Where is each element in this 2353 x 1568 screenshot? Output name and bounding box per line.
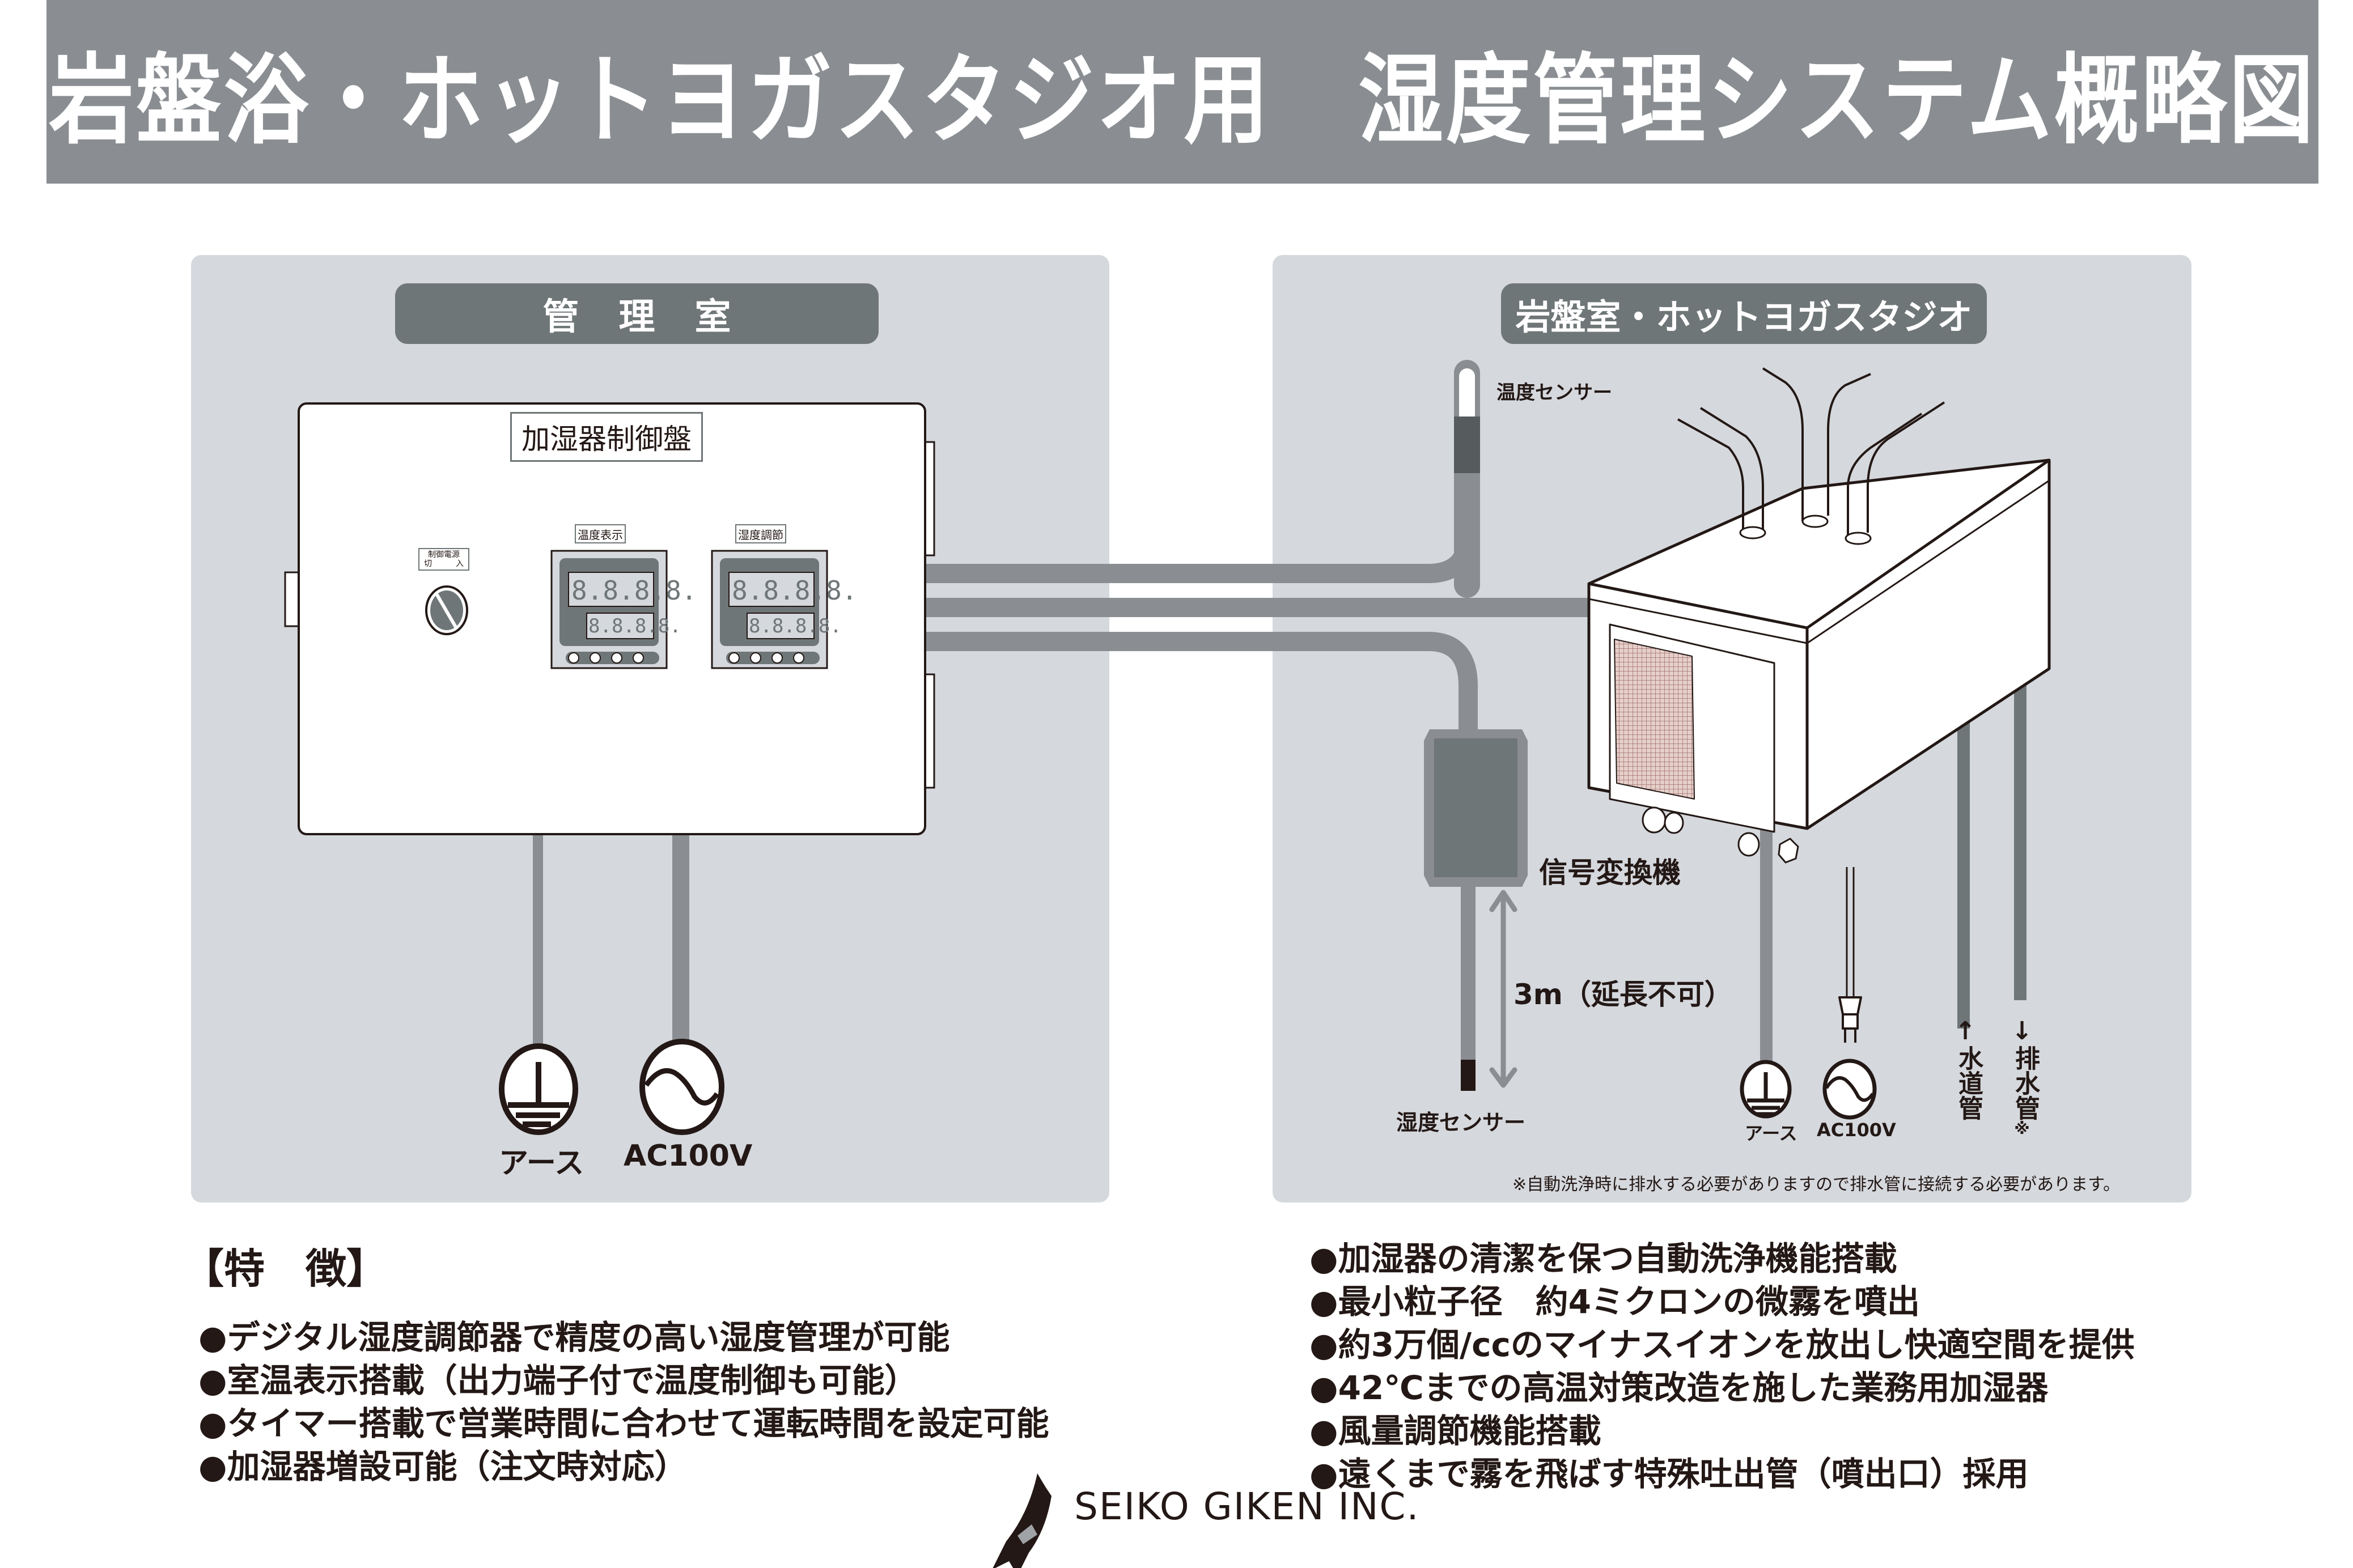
features-list-left: ●デジタル湿度調節器で精度の高い湿度管理が可能 ●室温表示搭載（出力端子付で温度… bbox=[198, 1316, 1049, 1488]
power-switch-label-top: 制御電源 bbox=[428, 550, 460, 559]
humidity-sensor-probe bbox=[1461, 1060, 1476, 1091]
studio-room-label: 岩盤室・ホットヨガスタジオ bbox=[1501, 283, 1987, 344]
power-label-left: AC100V bbox=[624, 1139, 753, 1173]
feature-item: ●加湿器増設可能（注文時対応） bbox=[198, 1447, 688, 1486]
ground-symbol-right bbox=[1740, 1060, 1792, 1119]
feature-item: ●遠くまで霧を飛ばす特殊吐出管（噴出口）採用 bbox=[1309, 1455, 2029, 1493]
drain-footnote: ※自動洗浄時に排水する必要がありますので排水管に接続する必要があります。 bbox=[1512, 1175, 2121, 1195]
feature-item: ●タイマー搭載で営業時間に合わせて運転時間を設定可能 bbox=[198, 1404, 1049, 1443]
feature-item: ●室温表示搭載（出力端子付で温度制御も可能） bbox=[198, 1361, 918, 1400]
feature-item: ●約3万個/ccのマイナスイオンを放出し快適空間を提供 bbox=[1309, 1325, 2135, 1364]
power-switch-pointer bbox=[435, 593, 459, 630]
converter-cable bbox=[925, 632, 1478, 742]
company-name: SEIKO GIKEN INC. bbox=[1074, 1485, 1420, 1528]
feature-item: ●加湿器の清潔を保つ自動洗浄機能搭載 bbox=[1309, 1239, 1897, 1278]
feature-item: ●42℃までの高温対策改造を施した業務用加湿器 bbox=[1309, 1369, 2049, 1407]
control-box bbox=[284, 402, 935, 835]
humidifier-unit bbox=[1587, 367, 2051, 1082]
company-logo: SEIKO GIKEN INC. bbox=[983, 1462, 1437, 1564]
ground-symbol-left bbox=[499, 1043, 578, 1135]
controller-2-sv-display: 8.8.8.8. bbox=[749, 615, 842, 638]
power-plug-icon bbox=[1838, 996, 1862, 1015]
panel-gap-top bbox=[1109, 255, 1273, 564]
humidifier-power-cord bbox=[1846, 867, 1855, 997]
water-supply-label-group: ↑ 水道管 bbox=[1954, 1017, 1983, 1121]
panel-gap-2 bbox=[1109, 617, 1273, 632]
features-list-right: ●加湿器の清潔を保つ自動洗浄機能搭載 ●最小粒子径 約4ミクロンの微霧を噴出 ●… bbox=[1309, 1237, 2135, 1495]
feature-item: ●最小粒子径 約4ミクロンの微霧を噴出 bbox=[1309, 1282, 1920, 1321]
drain-label-group: ↓ 排水管 ※ bbox=[2011, 1017, 2040, 1138]
switch-off-label: 切 bbox=[424, 559, 432, 568]
feature-item: ●風量調節機能搭載 bbox=[1309, 1412, 1601, 1450]
ac-power-symbol-right bbox=[1822, 1059, 1877, 1120]
water-supply-label: 水道管 bbox=[1954, 1046, 1983, 1120]
power-switch-states: 切 入 bbox=[424, 559, 464, 568]
drain-pipe bbox=[2014, 674, 2026, 1000]
temperature-sensor-label: 温度センサー bbox=[1496, 381, 1612, 404]
humidity-control-controller bbox=[711, 550, 828, 669]
page-title: 岩盤浴・ホットヨガスタジオ用 湿度管理システム概略図 bbox=[49, 44, 2316, 158]
panel-gap-bottom bbox=[1109, 651, 1273, 1202]
water-supply-pipe bbox=[1957, 703, 1970, 1029]
drain-arrow-icon: ↓ bbox=[2011, 1017, 2033, 1046]
controller-1-sv-display: 8.8.8.8. bbox=[588, 615, 681, 638]
features-title: 【特 徴】 bbox=[183, 1245, 388, 1293]
humidity-sensor-label: 湿度センサー bbox=[1396, 1110, 1526, 1135]
control-box-latch-top bbox=[924, 441, 935, 556]
management-room-label: 管理室 bbox=[395, 283, 879, 344]
cable-length-label: 3m（延長不可） bbox=[1513, 978, 1733, 1011]
signal-converter bbox=[1424, 729, 1528, 1091]
ground-label-right: アース bbox=[1745, 1123, 1797, 1144]
length-arrow-icon bbox=[1489, 890, 1517, 1088]
temperature-display-label: 温度表示 bbox=[575, 524, 626, 543]
control-box-latch-bottom bbox=[924, 673, 935, 789]
feature-item: ●デジタル湿度調節器で精度の高い湿度管理が可能 bbox=[198, 1318, 950, 1357]
ac-power-symbol-left bbox=[639, 1039, 724, 1135]
control-panel-title: 加湿器制御盤 bbox=[510, 412, 703, 462]
switch-on-label: 入 bbox=[456, 559, 464, 568]
panel-gap-1 bbox=[1109, 583, 1273, 598]
temperature-display-controller bbox=[550, 550, 668, 669]
drain-note-mark: ※ bbox=[2014, 1119, 2030, 1138]
water-supply-arrow-icon: ↑ bbox=[1955, 1017, 1976, 1046]
drain-label: 排水管 bbox=[2011, 1046, 2040, 1120]
power-switch-label: 制御電源 切 入 bbox=[418, 548, 469, 571]
power-cable bbox=[672, 834, 689, 1041]
ground-label-left: アース bbox=[499, 1146, 584, 1180]
seiko-giken-logo-icon bbox=[993, 1473, 1052, 1568]
controller-1-pv-display: 8.8.8.8. bbox=[571, 575, 697, 606]
humidity-control-label: 湿度調節 bbox=[735, 524, 786, 543]
ground-cable bbox=[533, 834, 543, 1061]
humidifier-ground-cable bbox=[1760, 805, 1773, 1082]
power-label-right: AC100V bbox=[1817, 1119, 1896, 1141]
header-banner: 岩盤浴・ホットヨガスタジオ用 湿度管理システム概略図 bbox=[46, 0, 2318, 184]
controller-2-pv-display: 8.8.8.8. bbox=[732, 575, 858, 606]
temperature-sensor bbox=[1454, 360, 1480, 598]
control-box-hinge bbox=[284, 571, 300, 627]
signal-converter-label: 信号変換機 bbox=[1539, 856, 1681, 889]
